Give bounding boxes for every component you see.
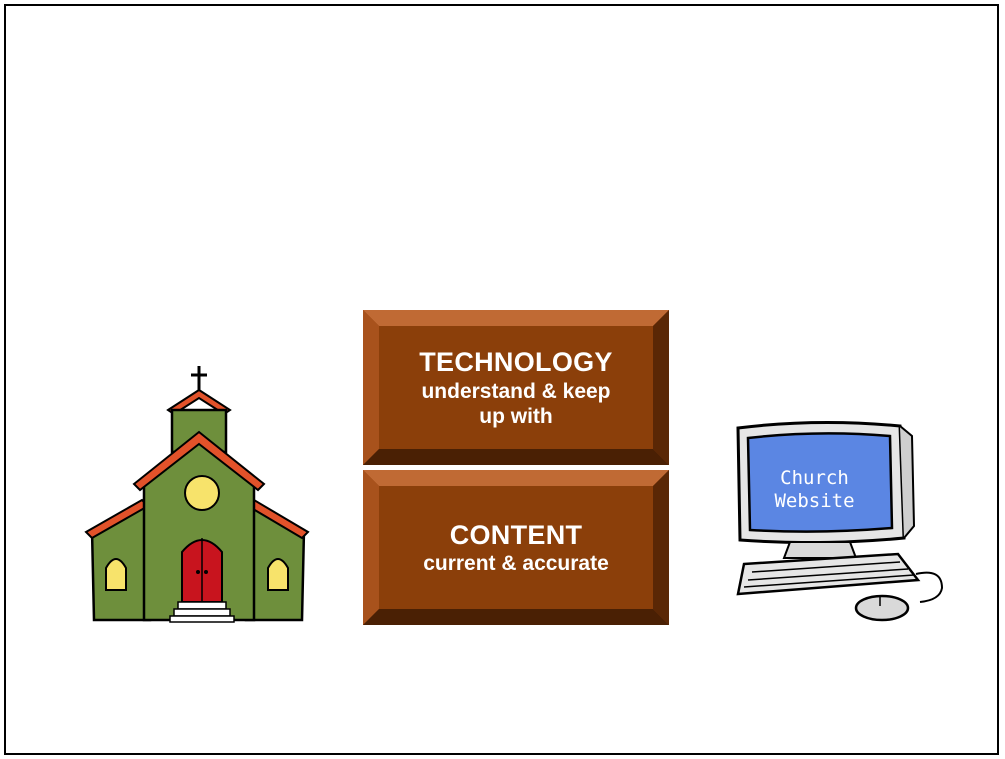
technology-block: TECHNOLOGY understand & keep up with — [363, 310, 669, 465]
content-heading: CONTENT — [449, 519, 583, 550]
church-icon — [84, 362, 310, 624]
computer-icon: Church Website — [730, 418, 956, 628]
slide: TECHNOLOGY understand & keep up with CON… — [4, 4, 999, 755]
technology-heading: TECHNOLOGY — [419, 347, 613, 378]
technology-subtext: understand & keep up with — [421, 379, 611, 428]
content-subtext: current & accurate — [423, 552, 609, 576]
screen-text: Church Website — [774, 467, 855, 512]
content-block: CONTENT current & accurate — [363, 470, 669, 625]
